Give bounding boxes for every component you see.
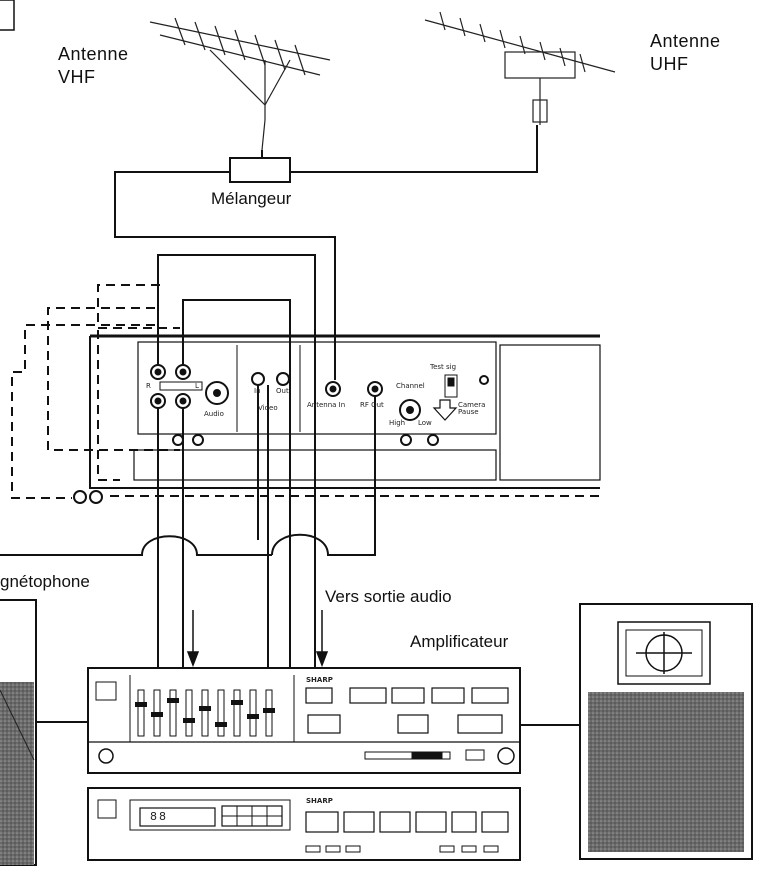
vcr-channel-label: Channel [396,382,425,390]
vcr-jacks [73,364,489,504]
vcr-rf-out-label: RF Out [360,401,384,409]
vcr-out-label: Out [276,387,289,395]
vcr-camera-pause-label: Camera Pause [458,401,486,416]
tuner-display: 88 [150,810,168,823]
vcr-in-label: In [254,387,261,395]
tuner-unit [87,787,521,861]
vcr-low-label: Low [418,419,432,427]
uhf-antenna-label-line1: Antenne [650,31,721,51]
audio-cables [0,254,376,670]
uhf-antenna-label-line2: UHF [650,54,689,74]
mixer-box [229,157,291,183]
vhf-antenna-icon [149,17,331,151]
tv-monitor-unit [579,603,753,860]
mixer-label: Mélangeur [211,189,292,208]
vcr-antenna-in-label: Antenna In [307,401,346,409]
amplifier-label: Amplificateur [410,632,509,651]
amplifier-unit [87,667,521,774]
vcr-video-label: Video [258,404,278,412]
tuner-brand: SHARP [306,797,333,805]
tape-recorder-label: gnétophone [0,572,90,591]
down-arrow-icon [432,399,458,421]
vcr-test-sig-label: Test sig [430,363,457,371]
vhf-antenna-label-line1: Antenne [58,44,129,64]
uhf-antenna-icon [424,11,616,125]
amplifier-brand: SHARP [306,676,333,684]
audio-out-label: Vers sortie audio [325,587,452,606]
input-arrows [186,610,329,668]
tape-recorder-unit [0,599,37,866]
corner-mark [0,0,15,31]
tape-recorder-dashed-cables [11,284,600,499]
vcr-audio-label: Audio [204,410,224,418]
speaker-grille [588,692,744,852]
vcr-high-label: High [389,419,406,427]
vcr-l-label: L [195,382,199,390]
vcr-unit [89,334,601,489]
vcr-r-label: R [146,382,151,390]
antenna-cabling [114,125,538,380]
cable-hops [138,533,336,670]
speaker-wires [36,721,580,726]
vhf-antenna-label-line2: VHF [58,67,96,87]
